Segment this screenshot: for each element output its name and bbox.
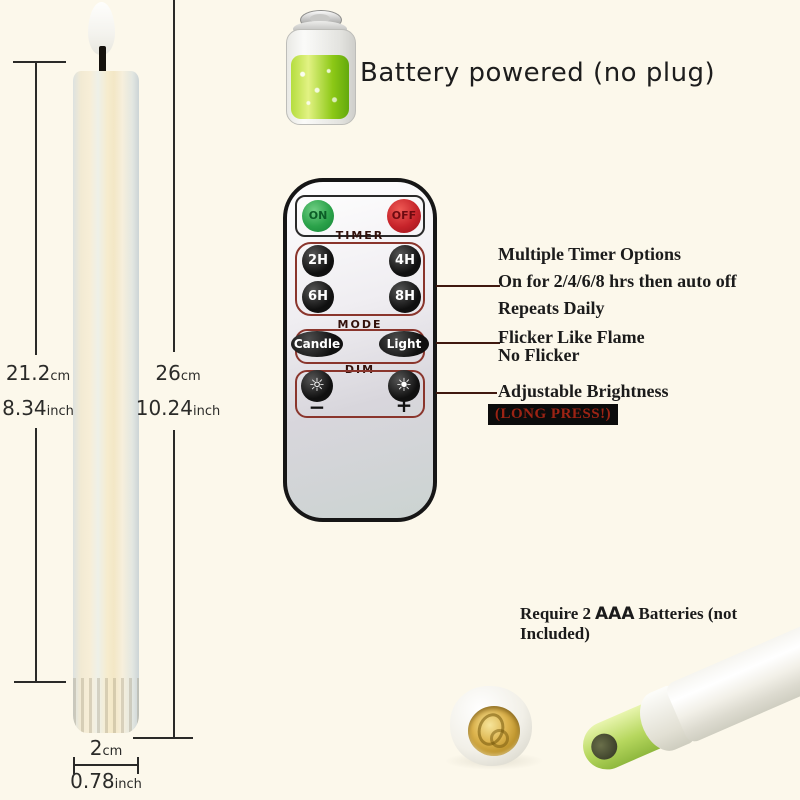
- dim-section-label: DIM: [344, 363, 376, 376]
- left-metric-unit: cm: [50, 369, 71, 384]
- dim-minus-label: −: [308, 395, 326, 419]
- width-measure-left-tick: [73, 757, 75, 774]
- timer-2h-button: 2H: [302, 245, 334, 277]
- battery-banner-label: Battery powered (no plug): [360, 58, 716, 88]
- bottom-imperial-unit: inch: [114, 777, 142, 792]
- mode-callout-text: Flicker Like Flame No Flicker: [498, 328, 645, 364]
- right-imperial-value: 10.24: [135, 396, 193, 420]
- brightness-high-icon: ☀: [395, 375, 413, 396]
- dim-callout-text: Adjustable Brightness: [498, 382, 669, 401]
- brightness-low-button: ☼: [301, 370, 333, 402]
- left-metric-value: 21.2: [5, 361, 51, 385]
- dim-callout-line1: Adjustable Brightness: [498, 381, 669, 401]
- candle-width-metric-label: 2cm: [73, 737, 139, 763]
- battery-spring-coil-inner: [490, 729, 509, 748]
- timer-4h-button: 4H: [389, 245, 421, 277]
- power-section: [295, 195, 425, 237]
- left-imperial-value: 8.34: [2, 396, 47, 420]
- left-imperial-unit: inch: [46, 404, 74, 419]
- brightness-high-button: ☀: [388, 370, 420, 402]
- candle-body: [73, 71, 139, 733]
- candle-total-height-label: 26cm 10.24inch: [128, 360, 228, 425]
- timer-callout-line1: Multiple Timer Options: [498, 244, 682, 264]
- candle-width-imperial-label: 0.78inch: [51, 769, 161, 797]
- callout-line-mode: [436, 342, 500, 344]
- battery-note-aaa: AAA: [595, 604, 635, 624]
- mode-section-label: MODE: [337, 318, 383, 331]
- width-measure-right-tick: [137, 757, 139, 774]
- mode-callout-line1: Flicker Like Flame: [498, 327, 645, 347]
- battery-cap-terminal: [310, 14, 330, 23]
- right-metric-unit: cm: [180, 369, 201, 384]
- right-imperial-unit: inch: [193, 404, 221, 419]
- dim-section: [295, 370, 425, 418]
- light-mode-button: Light: [379, 331, 429, 357]
- power-on-button: ON: [302, 200, 334, 232]
- mode-callout-line2: No Flicker: [498, 345, 580, 365]
- right-metric-value: 26: [155, 361, 181, 385]
- timer-6h-button: 6H: [302, 281, 334, 313]
- bottom-metric-value: 2: [89, 736, 103, 760]
- timer-section-label: TIMER: [335, 229, 385, 242]
- timer-8h-button: 8H: [389, 281, 421, 313]
- right-measure-line-lower: [173, 430, 175, 738]
- battery-note-prefix: Require 2: [520, 604, 591, 623]
- timer-section: [295, 242, 425, 316]
- left-measure-bottom-tick: [14, 681, 66, 683]
- brightness-low-icon: ☼: [308, 375, 326, 396]
- long-press-badge: (LONG PRESS!): [488, 404, 619, 425]
- remote-control: ON OFF TIMER 2H 4H 6H 8H MODE Candle Lig…: [283, 178, 437, 522]
- battery-liquid: [291, 55, 349, 119]
- right-measure-line-upper: [173, 0, 175, 352]
- callout-line-dim: [436, 392, 497, 394]
- width-measure-line: [73, 764, 139, 766]
- candle-fluted-base: [73, 678, 139, 733]
- battery-note-suffix: Batteries (not Included): [520, 604, 738, 643]
- candle-exposed-height-label: 21.2cm 8.34inch: [0, 360, 76, 425]
- timer-callout-line2: On for 2/4/6/8 hrs then auto off: [498, 271, 737, 291]
- left-measure-line-upper: [35, 61, 37, 355]
- battery-glass-body: [286, 29, 356, 125]
- dim-plus-label: +: [395, 393, 413, 417]
- left-measure-line-lower: [35, 428, 37, 683]
- left-measure-top-tick: [13, 61, 66, 63]
- right-measure-bottom-tick: [133, 737, 193, 739]
- candle-mode-button: Candle: [291, 331, 343, 357]
- bottom-metric-unit: cm: [102, 744, 123, 759]
- timer-callout-line3: Repeats Daily: [498, 298, 605, 318]
- timer-callout-text: Multiple Timer Options On for 2/4/6/8 hr…: [498, 241, 737, 322]
- callout-line-timer: [436, 285, 500, 287]
- power-off-button: OFF: [387, 199, 421, 233]
- bottom-imperial-value: 0.78: [70, 769, 115, 793]
- candle-wick: [99, 46, 106, 82]
